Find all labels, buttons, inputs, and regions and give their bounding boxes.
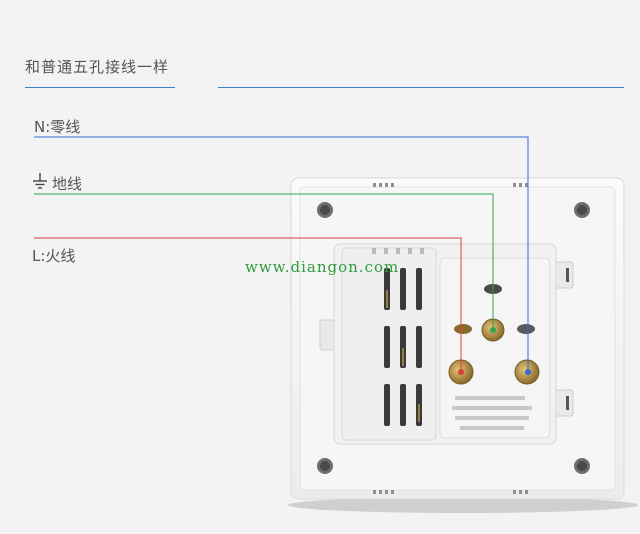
housing-ribs — [384, 268, 422, 426]
watermark: www.diangon.com — [245, 258, 400, 276]
screw-hole-top-right — [574, 202, 590, 218]
earth-terminal-dot — [490, 327, 496, 333]
screw-hole-top-left — [317, 202, 333, 218]
clip-slots — [566, 268, 569, 410]
bottom-notch-left — [373, 490, 394, 494]
live-label: L:火线 — [32, 247, 76, 265]
top-notch-left — [373, 183, 394, 187]
live-terminal-dot — [458, 369, 464, 375]
heading-underline — [25, 87, 175, 88]
terminal-block — [439, 257, 551, 439]
terminal-markings — [452, 396, 532, 430]
earth-wire — [34, 193, 494, 330]
housing-rib-brass — [386, 290, 420, 422]
neutral-terminal-dot — [525, 369, 531, 375]
housing-top-teeth — [372, 248, 424, 254]
side-clips-left — [319, 319, 335, 351]
plate-shadow — [288, 497, 638, 513]
screw-hole-bottom-left — [317, 458, 333, 474]
neutral-label: N:零线 — [34, 118, 81, 136]
screw-hole-bottom-right — [574, 458, 590, 474]
wire-endpoints — [458, 327, 531, 375]
top-notch-right — [513, 183, 528, 187]
bottom-notch-right — [513, 490, 528, 494]
earth-ground-icon — [33, 173, 47, 189]
earth-label: 地线 — [52, 175, 83, 193]
page-heading: 和普通五孔接线一样 — [25, 58, 170, 76]
live-wire — [34, 237, 462, 372]
heading-divider — [218, 87, 624, 88]
neutral-wire — [34, 136, 529, 372]
wires — [34, 136, 529, 372]
